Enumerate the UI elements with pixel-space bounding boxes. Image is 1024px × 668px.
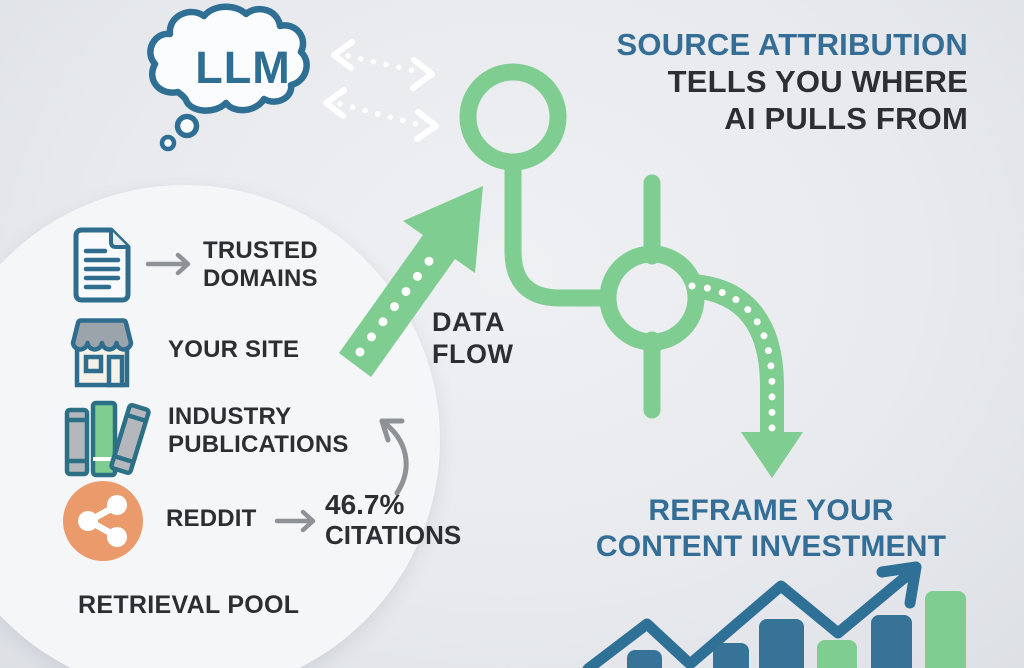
document-icon (73, 227, 131, 303)
label-your-site: YOUR SITE (168, 336, 300, 363)
share-icon (63, 481, 143, 561)
headline: SOURCE ATTRIBUTION TELLS YOU WHERE AI PU… (540, 26, 968, 137)
headline-line3: AI PULLS FROM (724, 101, 968, 136)
label-industry-publications: INDUSTRY PUBLICATIONS (168, 403, 349, 458)
footer-title: REFRAME YOUR CONTENT INVESTMENT (555, 493, 987, 565)
chart-bar (713, 643, 749, 668)
chart-bar (871, 615, 912, 668)
chart-bar (759, 619, 804, 668)
footer-line1: REFRAME YOUR (648, 494, 894, 527)
chart-bar (817, 640, 857, 668)
chart-bar (627, 650, 662, 668)
footer-line2: CONTENT INVESTMENT (595, 530, 947, 563)
llm-label: LLM (195, 42, 291, 93)
headline-line2: TELLS YOU WHERE (667, 64, 968, 99)
storefront-icon (70, 318, 134, 388)
data-flow-line2: FLOW (432, 339, 514, 369)
chart-bar (925, 591, 966, 668)
reddit-citation-stat: 46.7% CITATIONS (325, 489, 495, 551)
stat-value: 46.7% (325, 489, 405, 520)
label-reddit: REDDIT (166, 505, 257, 532)
data-flow-line1: DATA (432, 307, 505, 337)
headline-line1: SOURCE ATTRIBUTION (616, 27, 968, 62)
label-trusted-domains: TRUSTED DOMAINS (203, 237, 318, 292)
data-flow-label: DATA FLOW (432, 306, 513, 370)
stat-label: CITATIONS (325, 520, 462, 550)
books-icon (64, 400, 151, 478)
retrieval-pool-title: RETRIEVAL POOL (78, 591, 300, 619)
